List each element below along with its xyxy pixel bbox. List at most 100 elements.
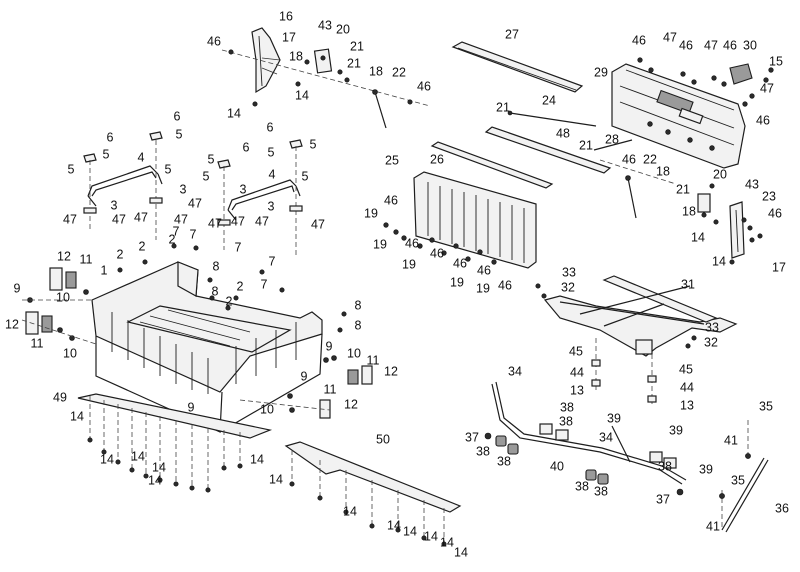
callout-label-c7c: 7: [235, 240, 242, 254]
callout-label-c34b: 34: [599, 430, 613, 444]
axis-middle-right: [599, 159, 677, 185]
callout-label-c47i: 47: [208, 216, 222, 230]
callout-label-c47g: 47: [134, 210, 148, 224]
bed-bolts-part-14: [87, 437, 243, 493]
callout-label-c8c: 8: [355, 298, 362, 312]
hinge-part-12-left-top: [49, 267, 77, 291]
plate-part-50: [284, 441, 462, 547]
link-rod-part-36: [719, 420, 769, 533]
callout-label-c14i: 14: [148, 473, 162, 487]
callout-label-c8d: 8: [355, 318, 362, 332]
washers-part-3: [83, 197, 303, 226]
callout-label-c11a: 11: [80, 252, 93, 266]
bushings-part-38: [495, 423, 677, 485]
callout-label-c14o: 14: [424, 529, 438, 543]
callout-label-c14j: 14: [250, 452, 264, 466]
callout-label-c48: 48: [556, 126, 570, 140]
bed-bolt-lines: [89, 396, 241, 490]
callout-label-c37b: 37: [656, 492, 670, 506]
callout-label-c5f: 5: [268, 145, 275, 159]
callout-label-c5d: 5: [165, 162, 172, 176]
callout-label-c46m: 46: [477, 263, 491, 277]
callout-label-c14l: 14: [343, 504, 357, 518]
tailgate-part-29: [611, 63, 746, 169]
callout-label-c44a: 44: [570, 365, 584, 379]
callout-label-c22b: 22: [643, 152, 657, 166]
callout-label-c20a: 20: [336, 22, 350, 36]
callout-label-c22a: 22: [392, 65, 406, 79]
frame-part-31: [543, 275, 738, 357]
callout-label-c9b: 9: [326, 339, 333, 353]
callout-label-c4b: 4: [269, 167, 276, 181]
hinge-part-12-right-top: [347, 365, 373, 385]
callout-label-c2a: 2: [169, 232, 176, 246]
skid-plate-part-49: [77, 393, 273, 439]
bracket-part-23: [729, 201, 745, 259]
callout-label-c5i: 5: [302, 169, 309, 183]
stabilizer-bar-part-40: [491, 381, 687, 485]
callout-label-c2c: 2: [139, 239, 146, 253]
callout-label-c9a: 9: [14, 281, 21, 295]
callout-label-c31: 31: [681, 277, 695, 291]
callout-label-c30: 30: [743, 38, 757, 52]
callout-label-c47h: 47: [174, 212, 188, 226]
callout-label-c38f: 38: [575, 479, 589, 493]
callout-label-c38g: 38: [594, 484, 608, 498]
callout-label-c14f: 14: [100, 452, 114, 466]
callout-label-c46a: 46: [207, 34, 221, 48]
callout-label-c45a: 45: [569, 344, 583, 358]
callout-label-c12c: 12: [384, 364, 398, 378]
fasteners-right-bracket: [701, 183, 763, 265]
callout-label-c5c: 5: [68, 162, 75, 176]
callout-label-c15: 15: [769, 54, 783, 68]
cargo-bed-part-1: [91, 261, 323, 433]
rail-part-26: [430, 141, 554, 189]
callout-label-c33a: 33: [562, 265, 576, 279]
callout-label-c32b: 32: [704, 335, 718, 349]
fasteners-top-left: [228, 49, 413, 107]
callout-label-c21e: 21: [676, 182, 690, 196]
callout-label-c5g: 5: [203, 169, 210, 183]
callout-label-c38d: 38: [497, 454, 511, 468]
callout-label-c19c: 19: [402, 257, 416, 271]
callout-label-c46g: 46: [622, 152, 636, 166]
callout-label-c7a: 7: [173, 224, 180, 238]
callout-label-c10d: 10: [260, 402, 274, 416]
callout-label-c46i: 46: [384, 193, 398, 207]
callout-label-c43b: 43: [745, 177, 759, 191]
callout-label-c47a: 47: [663, 30, 677, 44]
callout-label-c14a: 14: [295, 88, 309, 102]
callout-label-c20b: 20: [713, 167, 727, 181]
fasteners-panel: [383, 222, 497, 265]
callout-label-c3a: 3: [180, 182, 187, 196]
callout-label-c3b: 3: [111, 198, 118, 212]
callout-label-c18a: 18: [289, 49, 303, 63]
post-lines: [89, 140, 297, 258]
callout-label-c47d: 47: [188, 196, 202, 210]
bolt-part-22: [372, 89, 387, 129]
callout-label-c24: 24: [542, 93, 556, 107]
callout-label-c18b: 18: [369, 64, 383, 78]
callout-label-c38c: 38: [476, 444, 490, 458]
callout-label-c46l: 46: [453, 256, 467, 270]
callout-label-c14k: 14: [269, 472, 283, 486]
axis-hinge-left-2: [21, 319, 97, 345]
callout-label-c39a: 39: [607, 411, 621, 425]
callout-label-c41b: 41: [706, 519, 720, 533]
callout-label-c39c: 39: [699, 462, 713, 476]
callout-label-c5b: 5: [176, 127, 183, 141]
bracket-part-16: [251, 27, 281, 94]
callout-label-c19e: 19: [476, 281, 490, 295]
callout-label-c14h: 14: [152, 460, 166, 474]
callout-label-c18d: 18: [682, 204, 696, 218]
callout-label-c49: 49: [53, 390, 67, 404]
callout-label-c29: 29: [594, 65, 608, 79]
callout-label-c18c: 18: [656, 164, 670, 178]
posts-part-45: [591, 338, 657, 404]
callout-label-c46f: 46: [756, 113, 770, 127]
callout-label-c2e: 2: [226, 294, 233, 308]
callout-label-c46d: 46: [679, 38, 693, 52]
callout-label-c40: 40: [550, 459, 564, 473]
handle-part-4-left: [87, 165, 163, 207]
